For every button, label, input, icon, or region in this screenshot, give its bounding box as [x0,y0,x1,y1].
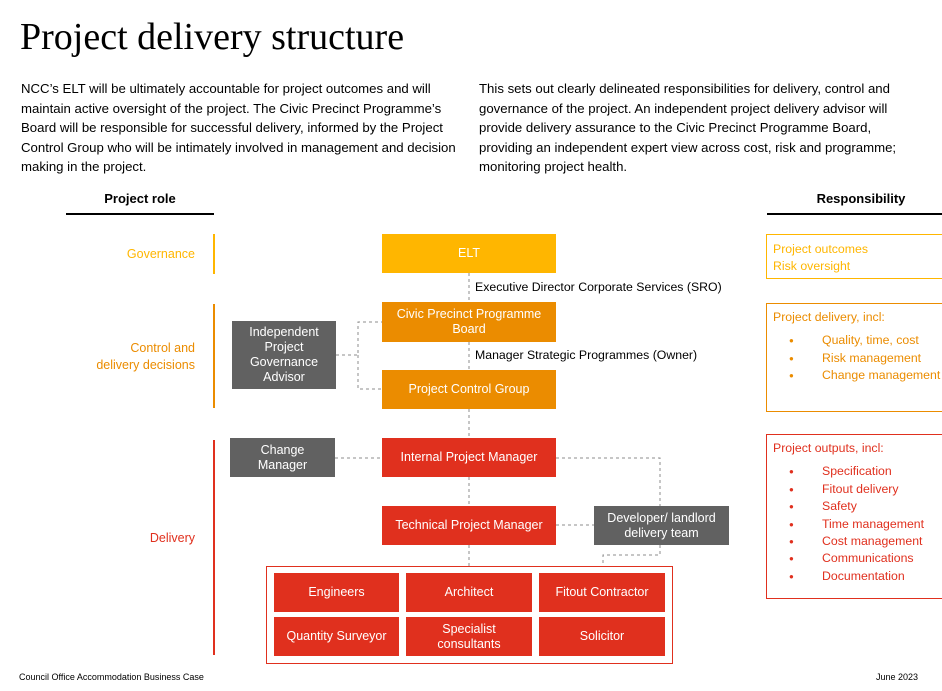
responsibility-control: Project delivery, incl: Quality, time, c… [766,303,942,412]
specialist-consultants-box: Specialist consultants [406,617,532,656]
internal-project-manager-box: Internal Project Manager [382,438,556,477]
resp-delivery-item: Safety [773,498,942,516]
developer-delivery-team-box: Developer/ landlord delivery team [594,506,729,545]
programme-board-box: Civic Precinct Programme Board [382,302,556,342]
specialist-line1: Specialist [442,621,496,636]
role-control-line2: delivery decisions [96,358,195,372]
architect-box: Architect [406,573,532,612]
role-control-line1: Control and [130,341,195,355]
programme-board-line2: Board [452,322,486,336]
connector-advisor-board [336,321,382,356]
engineers-box: Engineers [274,573,399,612]
resp-governance-item-2: Risk oversight [773,259,851,274]
resp-delivery-list: Specification Fitout delivery Safety Tim… [773,463,942,585]
intro-right-paragraph: This sets out clearly delineated respons… [479,81,897,174]
control-bar [213,304,215,408]
governance-bar [213,234,215,274]
advisor-line2: Project [264,340,304,354]
footer-document-title: Council Office Accommodation Business Ca… [19,672,204,682]
responsibility-governance: Project outcomes Risk oversight [766,234,942,279]
governance-advisor-box: Independent Project Governance Advisor [232,321,336,389]
project-role-underline [66,213,214,215]
resp-delivery-item: Documentation [773,568,942,586]
responsibility-underline [767,213,942,215]
delivery-bar [213,440,215,655]
resp-control-list: Quality, time, cost Risk management Chan… [773,332,942,385]
connector-ipm-developer [556,457,661,506]
footer-date: June 2023 [876,672,919,682]
resp-delivery-title: Project outputs, incl: [773,441,884,455]
change-manager-box: Change Manager [230,438,335,477]
advisor-line1: Independent [249,325,319,339]
owner-label: Manager Strategic Programmes (Owner) [475,348,698,362]
fitout-contractor-box: Fitout Contractor [539,573,665,612]
role-control: Control and delivery decisions [60,340,195,374]
sro-label: Executive Director Corporate Services (S… [475,280,722,294]
advisor-line4: Advisor [263,370,305,384]
technical-project-manager-box: Technical Project Manager [382,506,556,545]
resp-control-title: Project delivery, incl: [773,310,885,324]
specialist-line2: consultants [437,636,501,651]
role-governance: Governance [126,247,195,261]
supplier-group-frame [266,566,673,664]
solicitor-box: Solicitor [539,617,665,656]
developer-line1: Developer/ landlord [607,510,716,525]
quantity-surveyor-box: Quantity Surveyor [274,617,399,656]
resp-delivery-item: Communications [773,550,942,568]
programme-board-line1: Civic Precinct Programme [396,307,542,321]
resp-control-item: Quality, time, cost [773,332,942,350]
role-delivery: Delivery [149,531,195,545]
resp-delivery-item: Cost management [773,533,942,551]
change-manager-line2: Manager [257,457,308,472]
page-title: Project delivery structure [20,16,405,58]
advisor-line3: Governance [249,355,319,369]
resp-control-item: Change management [773,367,942,385]
connector-advisor-pcg [357,355,382,390]
resp-delivery-item: Time management [773,516,942,534]
change-manager-line1: Change [260,442,305,457]
resp-delivery-item: Fitout delivery [773,481,942,499]
resp-delivery-item: Specification [773,463,942,481]
connector-developer-suppliers [602,545,661,566]
resp-governance-item-1: Project outcomes [773,242,869,256]
responsibility-delivery: Project outputs, incl: Specification Fit… [766,434,942,599]
responsibility-header: Responsibility [816,191,906,206]
elt-box: ELT [382,234,556,273]
resp-control-item: Risk management [773,350,942,368]
developer-line2: delivery team [624,525,699,540]
project-role-header: Project role [104,191,176,206]
project-control-group-box: Project Control Group [382,370,556,409]
intro-left-paragraph: NCC’s ELT will be ultimately accountable… [21,81,456,174]
